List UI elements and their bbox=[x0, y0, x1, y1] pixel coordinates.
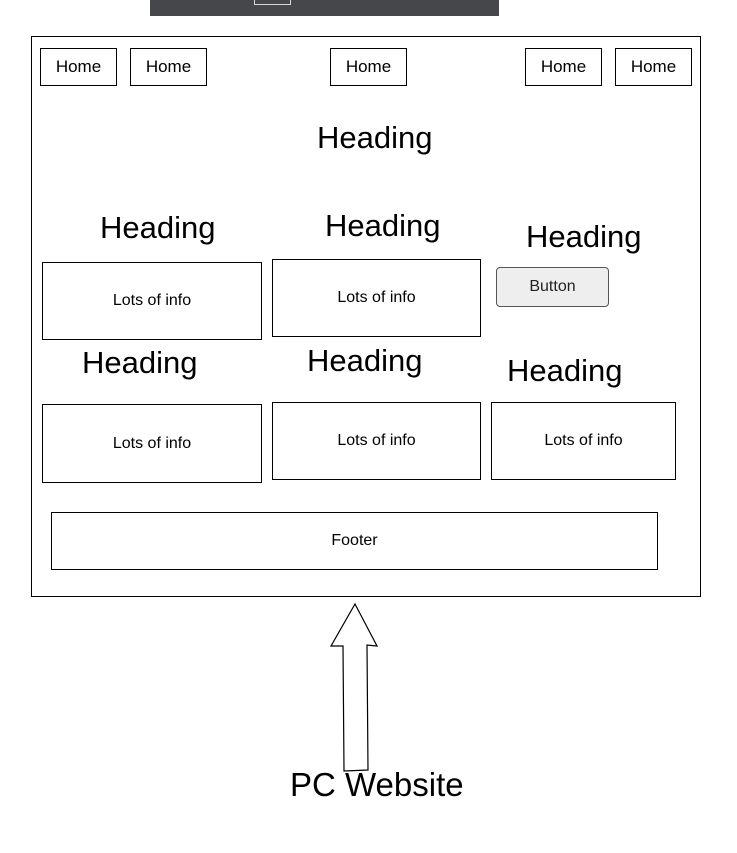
top-bar-tab bbox=[254, 0, 291, 5]
nav-item-home-2[interactable]: Home bbox=[130, 48, 207, 86]
row2-col2-heading: Heading bbox=[307, 343, 423, 378]
row2-col3-heading: Heading bbox=[507, 353, 623, 388]
row1-col2-heading: Heading bbox=[325, 208, 441, 243]
nav-item-home-4[interactable]: Home bbox=[525, 48, 602, 86]
top-dark-bar bbox=[150, 0, 499, 16]
row2-col2-info-box: Lots of info bbox=[272, 402, 481, 480]
row1-col2-info-box: Lots of info bbox=[272, 259, 481, 337]
row1-col3-button[interactable]: Button bbox=[496, 267, 609, 307]
nav-item-home-1[interactable]: Home bbox=[40, 48, 117, 86]
up-arrow-icon bbox=[329, 602, 379, 772]
row2-col3-info-box: Lots of info bbox=[491, 402, 676, 480]
footer-box: Footer bbox=[51, 512, 658, 570]
row1-col3-heading: Heading bbox=[526, 219, 642, 254]
main-heading: Heading bbox=[317, 120, 433, 155]
row2-col1-heading: Heading bbox=[82, 345, 198, 380]
website-frame bbox=[31, 36, 701, 597]
row2-col1-info-box: Lots of info bbox=[42, 404, 262, 483]
row1-col1-heading: Heading bbox=[100, 210, 216, 245]
diagram-caption: PC Website bbox=[290, 766, 464, 803]
nav-item-home-5[interactable]: Home bbox=[615, 48, 692, 86]
nav-item-home-3[interactable]: Home bbox=[330, 48, 407, 86]
row1-col1-info-box: Lots of info bbox=[42, 262, 262, 340]
